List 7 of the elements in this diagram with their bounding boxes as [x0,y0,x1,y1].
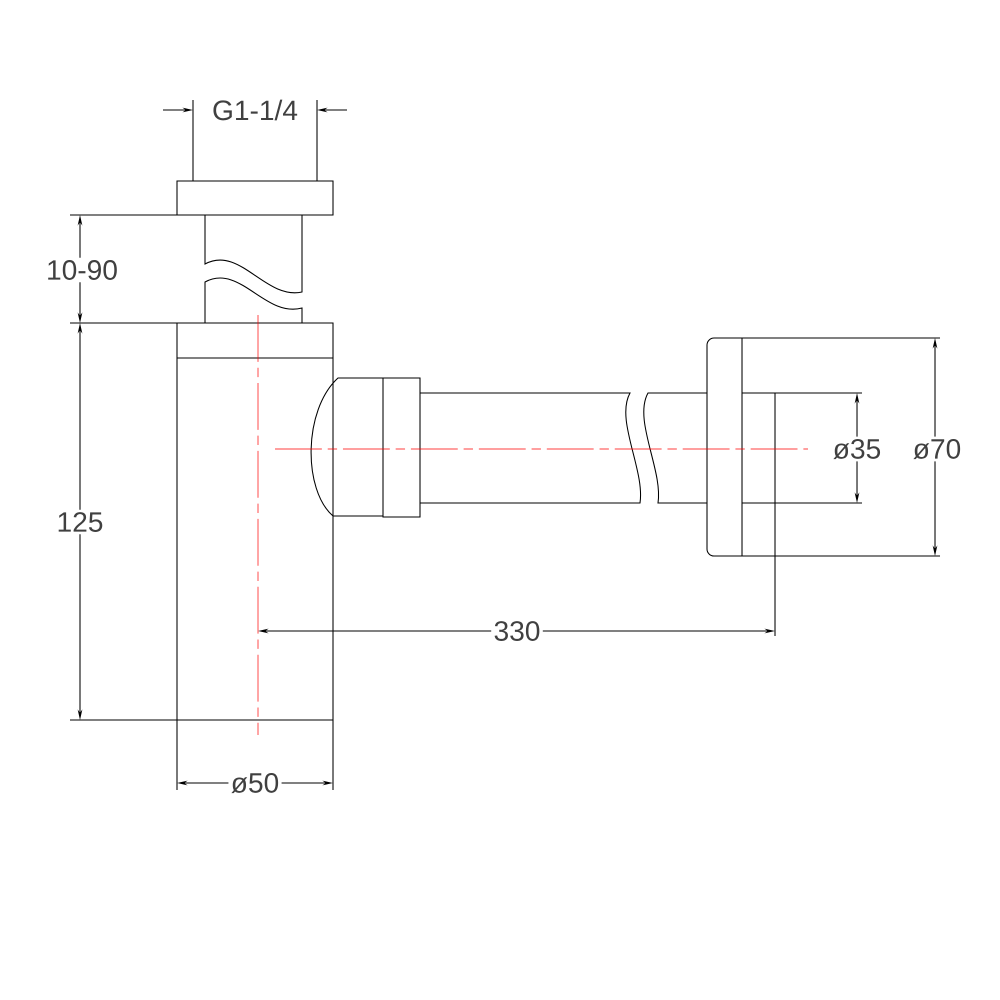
dimension-label: ø50 [228,770,282,796]
dimension-label: ø35 [830,436,884,462]
dimension-label: 125 [54,510,106,534]
dimension-label: 10-90 [44,258,120,282]
dimension-label: 330 [491,618,543,644]
dimension-label: G1-1/4 [213,100,298,120]
dimension-label: ø70 [910,436,964,462]
